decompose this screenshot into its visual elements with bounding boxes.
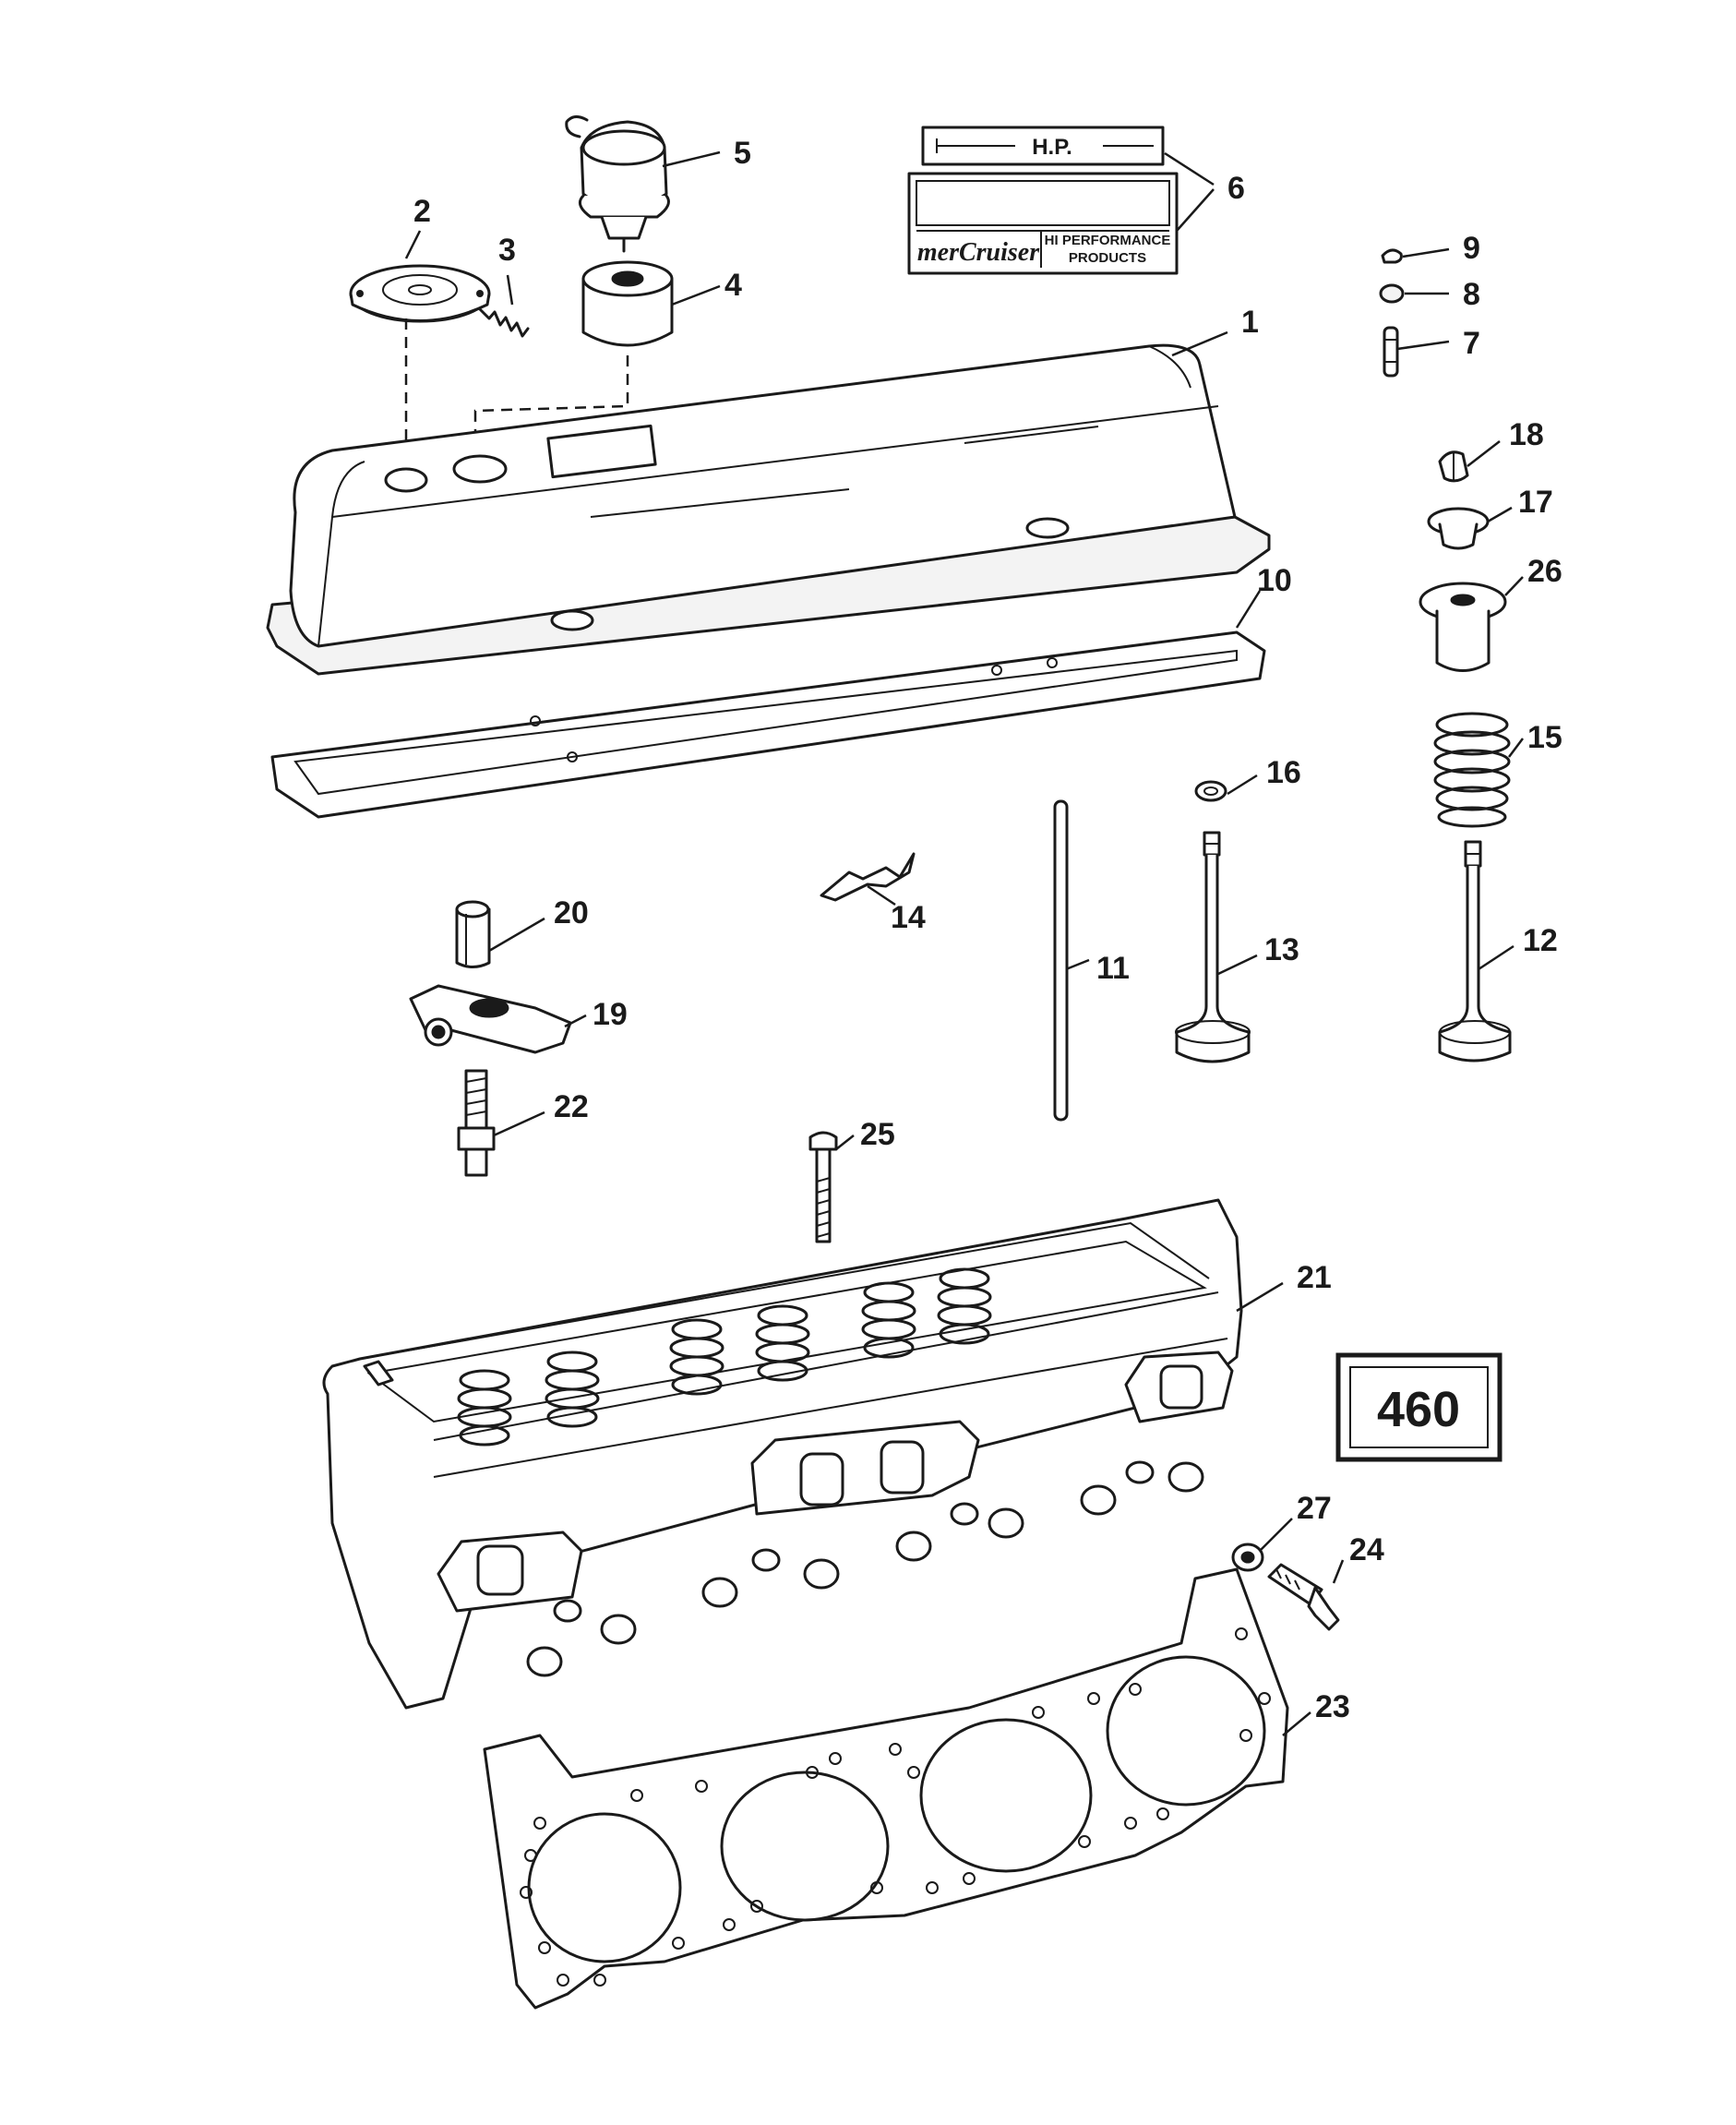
callout-3: 3 bbox=[498, 233, 516, 268]
callout-1: 1 bbox=[1241, 305, 1259, 340]
callout-26: 26 bbox=[1527, 554, 1562, 589]
page-number: 460 bbox=[1377, 1382, 1460, 1437]
valve-keepers bbox=[1438, 450, 1469, 483]
decal-hp-text: H.P. bbox=[1032, 135, 1072, 160]
exhaust-valve bbox=[1438, 840, 1512, 1062]
washer bbox=[1231, 1543, 1264, 1572]
breather bbox=[565, 115, 670, 253]
head-bolt bbox=[808, 1131, 838, 1243]
cylinder-head bbox=[322, 1198, 1243, 1710]
grommet bbox=[581, 260, 674, 347]
spring-retainer bbox=[1427, 507, 1490, 550]
callout-13: 13 bbox=[1264, 932, 1299, 967]
push-rod bbox=[1053, 799, 1069, 1122]
callout-12: 12 bbox=[1523, 923, 1558, 958]
valve-lock bbox=[1381, 248, 1403, 264]
callout-19: 19 bbox=[593, 997, 628, 1032]
callout-17: 17 bbox=[1518, 485, 1553, 520]
spring-clip bbox=[478, 307, 530, 338]
head-gasket bbox=[483, 1567, 1289, 2010]
rocker-arm bbox=[409, 984, 572, 1054]
callout-21: 21 bbox=[1297, 1260, 1332, 1295]
callout-7: 7 bbox=[1463, 326, 1480, 361]
valve-seal-small bbox=[1379, 283, 1405, 304]
push-rod-guide bbox=[820, 852, 916, 902]
decal-tagline-2: PRODUCTS bbox=[1069, 250, 1146, 266]
callout-27: 27 bbox=[1297, 1491, 1332, 1526]
intake-valve bbox=[1175, 831, 1251, 1063]
callout-11: 11 bbox=[1096, 951, 1130, 986]
callout-15: 15 bbox=[1527, 720, 1562, 755]
callout-2: 2 bbox=[413, 194, 431, 229]
valve-cover bbox=[266, 343, 1271, 676]
callout-23: 23 bbox=[1315, 1689, 1350, 1724]
head-valve-springs bbox=[457, 1267, 992, 1447]
callout-22: 22 bbox=[554, 1089, 589, 1124]
decal-mercruiser: merCruiser HI PERFORMANCE PRODUCTS bbox=[907, 172, 1179, 275]
decal-hp: H.P. bbox=[921, 126, 1165, 166]
page-number-box: 460 bbox=[1335, 1352, 1503, 1462]
callout-14: 14 bbox=[891, 900, 926, 935]
rocker-nut bbox=[455, 900, 491, 968]
valve-key bbox=[1383, 326, 1399, 378]
callout-4: 4 bbox=[724, 268, 742, 303]
leader-lines bbox=[404, 150, 1524, 1736]
callout-18: 18 bbox=[1509, 417, 1544, 452]
rotator bbox=[1419, 582, 1507, 672]
oil-fill-cap bbox=[349, 264, 491, 323]
decal-brand-text: merCruiser bbox=[917, 238, 1040, 267]
valve-cover-gasket bbox=[270, 630, 1266, 819]
callout-24: 24 bbox=[1349, 1532, 1384, 1567]
callout-10: 10 bbox=[1257, 563, 1292, 598]
callout-20: 20 bbox=[554, 895, 589, 930]
callout-6: 6 bbox=[1227, 171, 1245, 206]
rocker-stud bbox=[457, 1069, 496, 1177]
callout-16: 16 bbox=[1266, 755, 1301, 790]
decal-tagline-1: HI PERFORMANCE bbox=[1045, 233, 1171, 248]
callout-9: 9 bbox=[1463, 231, 1480, 266]
callout-25: 25 bbox=[860, 1117, 895, 1152]
valve-spring bbox=[1433, 712, 1511, 828]
valve-seal bbox=[1194, 780, 1227, 802]
callout-labels: 1 2 3 4 5 6 7 8 9 10 11 12 13 14 15 16 1… bbox=[413, 136, 1562, 1724]
bolt bbox=[1267, 1563, 1340, 1631]
callout-5: 5 bbox=[734, 136, 751, 171]
callout-8: 8 bbox=[1463, 277, 1480, 312]
